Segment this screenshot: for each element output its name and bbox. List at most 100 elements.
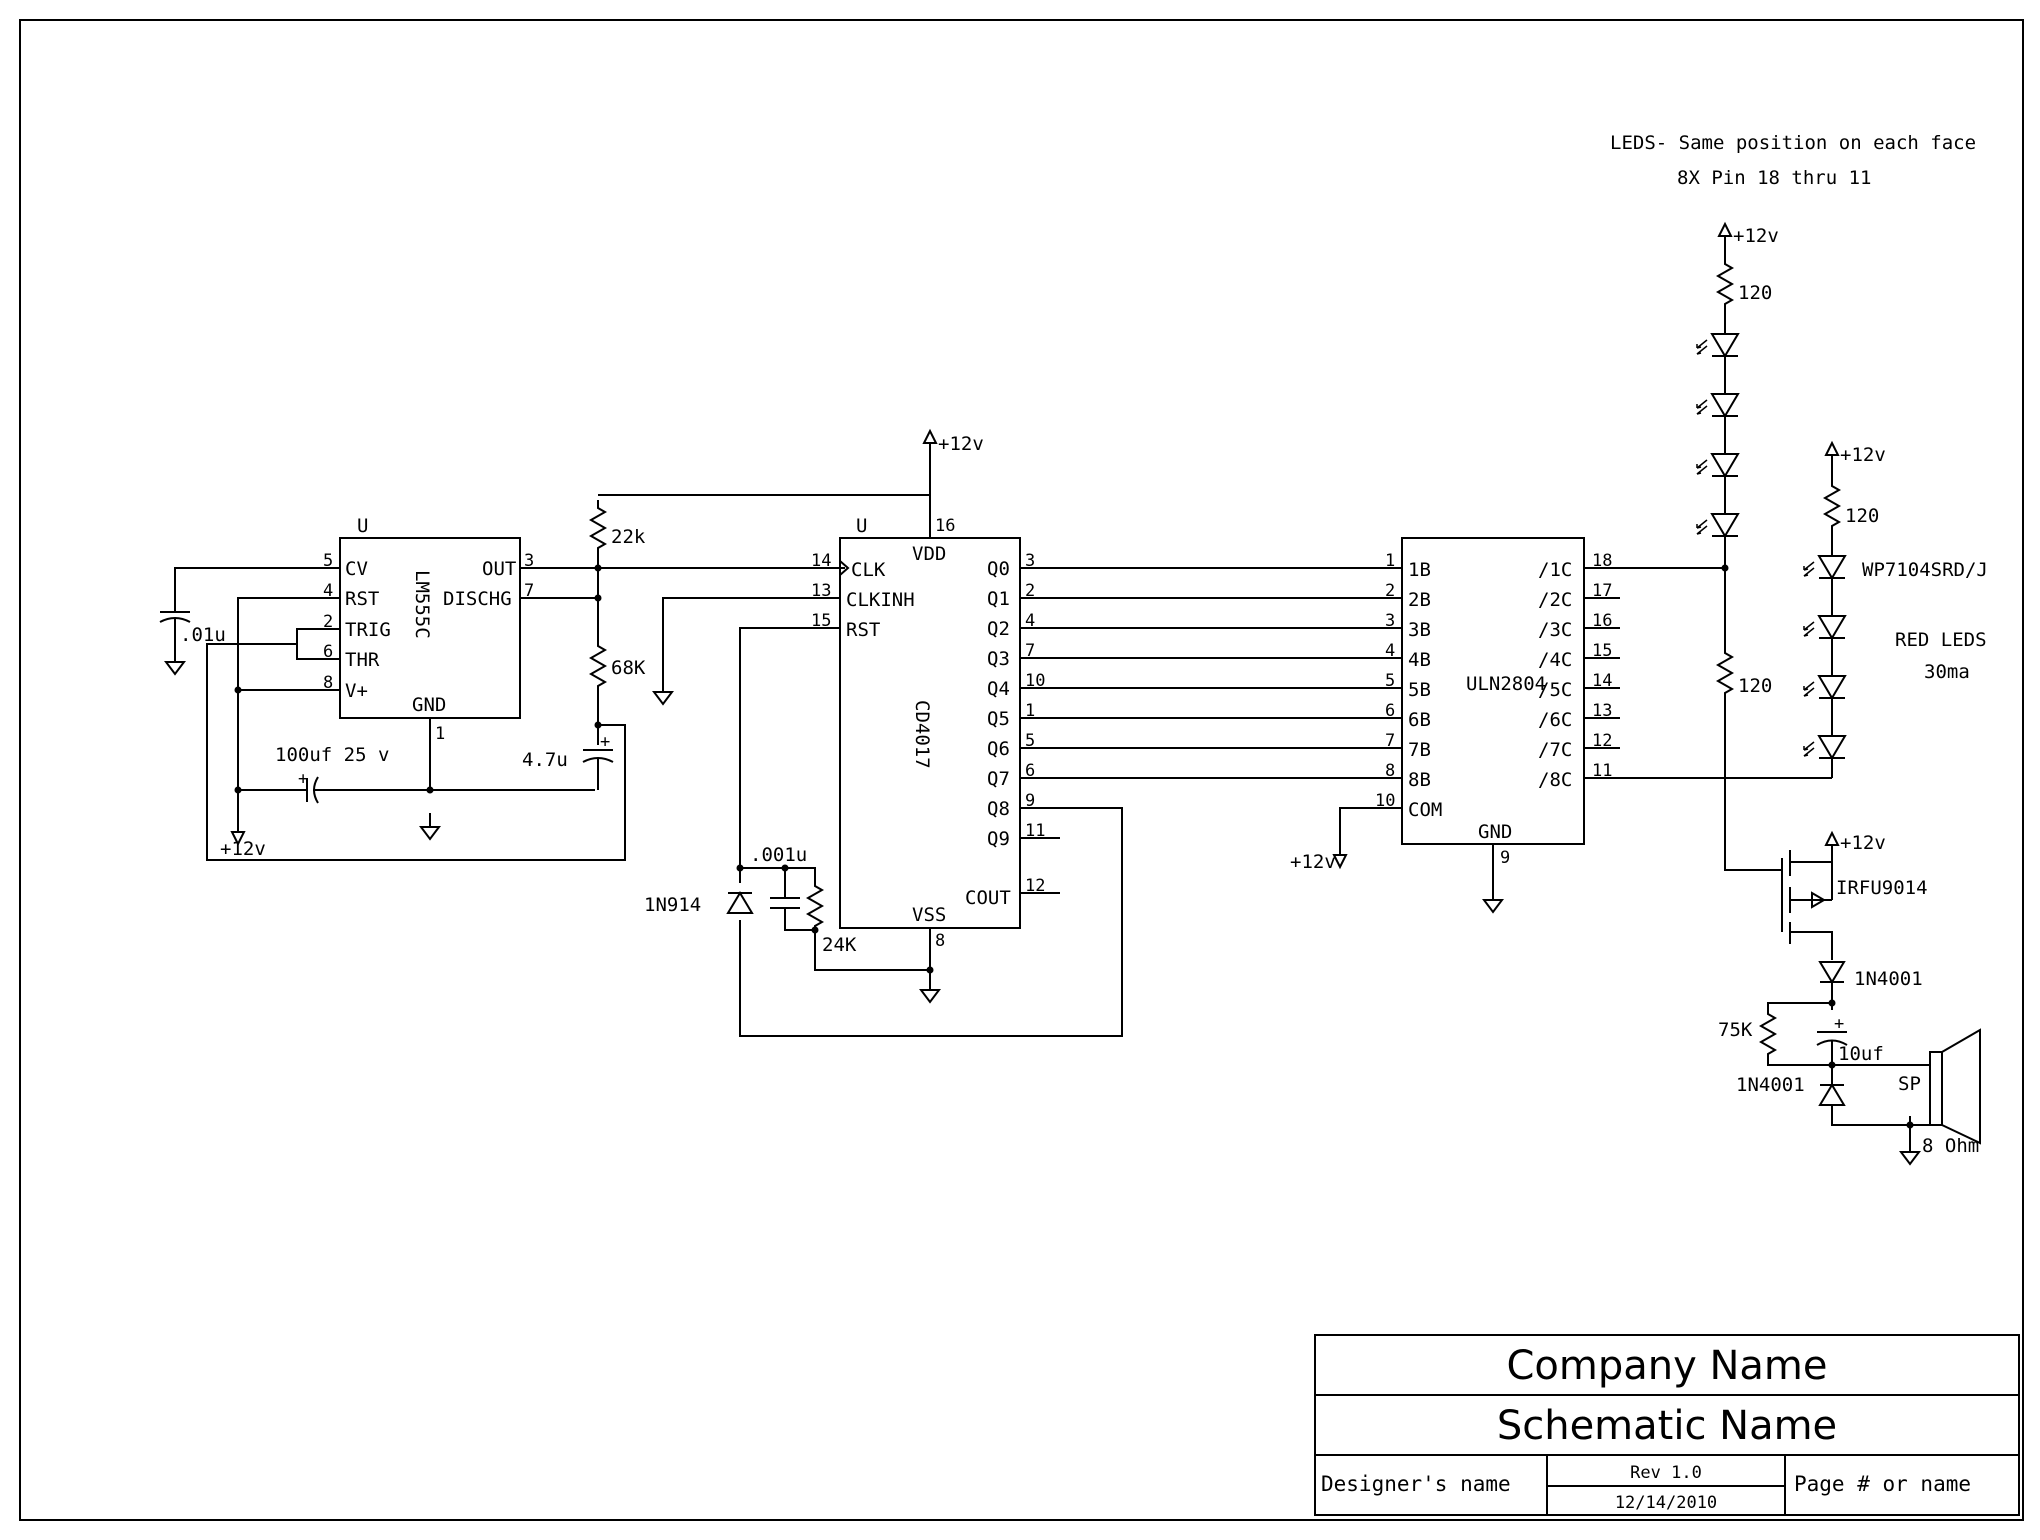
uln-pin-name: 6B [1408, 709, 1431, 731]
led-icon [1803, 657, 1846, 719]
uln-pin-name: 3B [1408, 619, 1431, 641]
q-output-wiring: 3 2 4 7 10 1 5 6 9 11 12 Q0 Q1 Q2 Q3 Q4 … [739, 551, 1402, 1037]
u555-pin-name: OUT [482, 558, 516, 580]
u4017-part: CD4017 [911, 700, 933, 769]
uln-pin-num: 10 [1375, 791, 1395, 811]
vcc-label-led1: +12v [1733, 225, 1779, 247]
u4017-pin-num: 2 [1025, 581, 1035, 601]
designer-name: Designer's name [1321, 1472, 1511, 1496]
u4017-pin-num: 12 [1025, 876, 1045, 896]
cap-10uf-label: 10uf [1838, 1043, 1884, 1065]
led-icon [1696, 375, 1739, 437]
u4017-pin-num: 4 [1025, 611, 1035, 631]
vcc-label-uln: +12v [1290, 851, 1336, 873]
sheet-border [19, 19, 2024, 1521]
led-note1: RED LEDS [1895, 629, 1987, 651]
uln-gnd-name: GND [1478, 821, 1512, 843]
u4017-vss-num: 8 [935, 931, 945, 951]
u555-pin-name: RST [345, 588, 379, 610]
u555-pin-name: CV [345, 558, 368, 580]
res-68k-label: 68K [611, 657, 646, 679]
u4017-pin-name: Q8 [987, 798, 1010, 820]
u4017-pin-name: Q2 [987, 618, 1010, 640]
uln-pin-num: 4 [1385, 641, 1395, 661]
uln-pin-name: /5C [1538, 679, 1572, 701]
res-22k-label: 22k [611, 526, 646, 548]
u555-pin-num: 4 [323, 581, 333, 601]
res-75k-label: 75K [1718, 1019, 1753, 1041]
uln-pin-name: COM [1408, 799, 1442, 821]
uln-pin-name: /8C [1538, 769, 1572, 791]
led-note2: 30ma [1924, 661, 1970, 683]
uln-pin-num: 15 [1592, 641, 1612, 661]
u4017-pin-name: Q0 [987, 558, 1010, 580]
u4017-ref: U [856, 515, 867, 537]
u4017-pin-num: 14 [811, 551, 831, 571]
page-name: Page # or name [1794, 1472, 1971, 1496]
u4017-pin-name: Q9 [987, 828, 1010, 850]
uln-pin-name: 1B [1408, 559, 1431, 581]
u555-ref: U [357, 515, 368, 537]
led-icon [1803, 537, 1846, 599]
schematic-name: Schematic Name [1497, 1403, 1837, 1449]
uln-pin-name: /7C [1538, 739, 1572, 761]
uln-pin-name: /2C [1538, 589, 1572, 611]
led-string-2: +12v 120 WP7104SRD/J RED LEDS 30ma [1620, 442, 1988, 779]
ic-cd4017: U CD4017 +12v 16 VDD VSS 8 14 13 15 CLK … [653, 430, 1021, 1003]
u555-part: LM555C [411, 570, 433, 639]
u555-pin-name: DISCHG [443, 588, 512, 610]
uln-pin-name: 5B [1408, 679, 1431, 701]
date: 12/14/2010 [1615, 1493, 1717, 1513]
u4017-pin-num: 13 [811, 581, 831, 601]
uln-pin-name: /3C [1538, 619, 1572, 641]
u4017-pin-num: 5 [1025, 731, 1035, 751]
note-line2: 8X Pin 18 thru 11 [1677, 167, 1871, 189]
uln-pin-num: 7 [1385, 731, 1395, 751]
mosfet-label: IRFU9014 [1836, 877, 1928, 899]
u555-pin-num: 3 [524, 551, 534, 571]
svg-text:+: + [1834, 1014, 1844, 1034]
u4017-pin-num: 6 [1025, 761, 1035, 781]
u4017-pin-name: Q3 [987, 648, 1010, 670]
vcc-label-555: +12v [220, 838, 266, 860]
vcc-label-4017: +12v [938, 433, 984, 455]
u4017-pin-num: 1 [1025, 701, 1035, 721]
uln-pin-name: /1C [1538, 559, 1572, 581]
svg-text:+: + [600, 732, 610, 752]
u555-pin-num: 6 [323, 642, 333, 662]
u4017-pin-name: Q4 [987, 678, 1010, 700]
u555-pin-num: 7 [524, 581, 534, 601]
u555-pin-name: TRIG [345, 619, 391, 641]
uln-pin-name: /6C [1538, 709, 1572, 731]
uln-pin-num: 3 [1385, 611, 1395, 631]
u4017-vss-name: VSS [912, 904, 946, 926]
uln-part: ULN2804 [1466, 673, 1546, 695]
uln-pin-num: 17 [1592, 581, 1612, 601]
u4017-pin-name: Q1 [987, 588, 1010, 610]
led-icon [1803, 597, 1846, 659]
cap-cv-label: .01u [180, 624, 226, 646]
uln-pin-num: 16 [1592, 611, 1612, 631]
u4017-pin-name: Q7 [987, 768, 1010, 790]
uln-pin-num: 12 [1592, 731, 1612, 751]
u4017-pin-num: 9 [1025, 791, 1035, 811]
revision: Rev 1.0 [1630, 1463, 1702, 1483]
speaker-label: SP [1898, 1073, 1921, 1095]
svg-text:+: + [298, 769, 308, 789]
led-icon [1696, 495, 1739, 557]
uln-pin-num: 2 [1385, 581, 1395, 601]
note-line1: LEDS- Same position on each face [1610, 132, 1976, 154]
reset-network: 1N914 .001u 24K [644, 627, 930, 971]
res-led1-label: 120 [1738, 282, 1772, 304]
led-icon [1696, 435, 1739, 497]
ic-uln2804: ULN2804 1 2 3 4 5 6 7 8 10 1B 2B 3B 4B 5… [1290, 537, 1620, 913]
led-string-1: +12v 120 120 [1620, 223, 1782, 871]
u4017-pin-num: 15 [811, 611, 831, 631]
u4017-pin-name: Q5 [987, 708, 1010, 730]
res-led2-label: 120 [1845, 505, 1879, 527]
u4017-pin-num: 3 [1025, 551, 1035, 571]
led-icon [1696, 315, 1739, 377]
u555-gnd-name: GND [412, 694, 446, 716]
vcc-label-led2: +12v [1840, 444, 1886, 466]
